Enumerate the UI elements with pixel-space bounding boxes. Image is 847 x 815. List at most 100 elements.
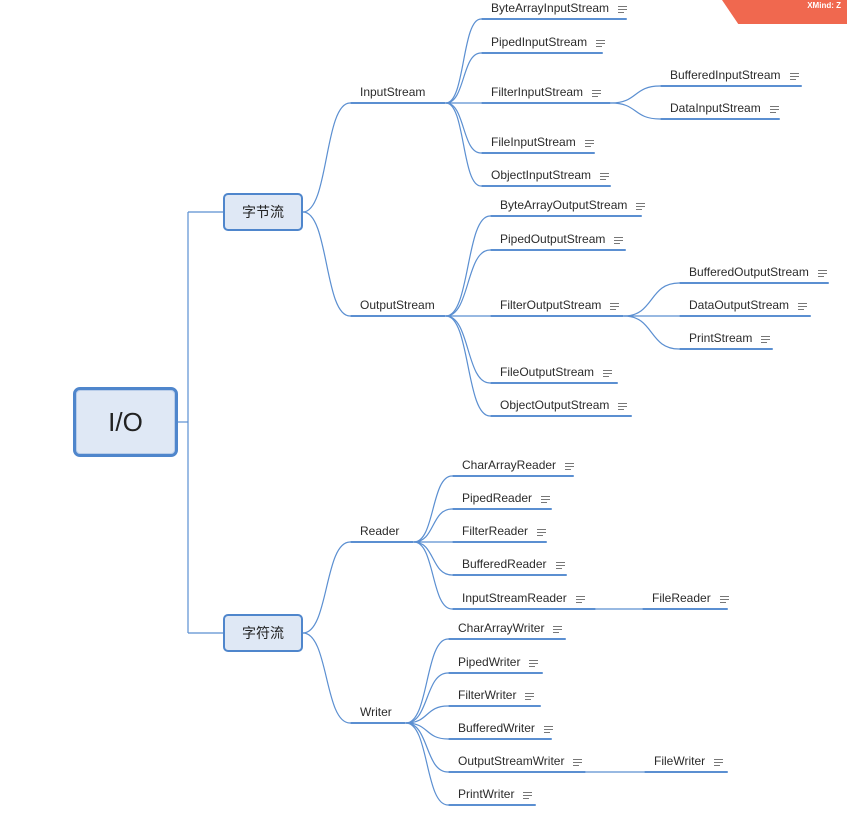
connector-line xyxy=(445,52,482,104)
topic-bufferedoutputstream[interactable]: BufferedOutputStream xyxy=(689,264,827,281)
topic-filterwriter[interactable]: FilterWriter xyxy=(458,687,535,704)
connector-line xyxy=(610,102,661,120)
topic-underline xyxy=(481,52,603,54)
topic-pipedoutputstream[interactable]: PipedOutputStream xyxy=(500,231,624,248)
note-lines-icon[interactable] xyxy=(565,458,575,474)
note-lines-icon[interactable] xyxy=(798,298,808,314)
topic-label: BufferedWriter xyxy=(458,721,535,735)
topic-filterinputstream[interactable]: FilterInputStream xyxy=(491,84,602,101)
note-lines-icon[interactable] xyxy=(537,524,547,540)
topic-bufferedreader[interactable]: BufferedReader xyxy=(462,556,565,573)
topic-filereader[interactable]: FileReader xyxy=(652,590,729,607)
note-lines-icon[interactable] xyxy=(719,591,729,607)
note-lines-icon[interactable] xyxy=(614,232,624,248)
connector-line xyxy=(302,102,351,213)
topic-writer[interactable]: Writer xyxy=(360,704,392,720)
topic-underline xyxy=(350,722,406,724)
topic-underline xyxy=(452,608,596,610)
topic-chararrayreader[interactable]: CharArrayReader xyxy=(462,457,575,474)
note-lines-icon[interactable] xyxy=(610,298,620,314)
topic-inputstream[interactable]: InputStream xyxy=(360,84,425,100)
topic-pipedreader[interactable]: PipedReader xyxy=(462,490,551,507)
topic-label: BufferedReader xyxy=(462,557,547,571)
topic-underline xyxy=(452,541,547,543)
note-lines-icon[interactable] xyxy=(600,168,610,184)
note-lines-icon[interactable] xyxy=(584,135,594,151)
topic-bufferedwriter[interactable]: BufferedWriter xyxy=(458,720,553,737)
note-lines-icon[interactable] xyxy=(543,721,553,737)
main-topic-byte-stream[interactable]: 字节流 xyxy=(223,193,303,231)
connector-line xyxy=(623,315,680,350)
topic-underline xyxy=(644,771,728,773)
topic-underline xyxy=(452,508,552,510)
note-lines-icon[interactable] xyxy=(573,754,583,770)
topic-underline xyxy=(660,118,780,120)
note-lines-icon[interactable] xyxy=(523,787,533,803)
topic-label: CharArrayWriter xyxy=(458,621,545,635)
note-lines-icon[interactable] xyxy=(575,591,585,607)
topic-underline xyxy=(679,348,773,350)
topic-filterreader[interactable]: FilterReader xyxy=(462,523,547,540)
topic-bytearrayinputstream[interactable]: ByteArrayInputStream xyxy=(491,0,628,17)
note-lines-icon[interactable] xyxy=(789,68,799,84)
main-topic-char-stream[interactable]: 字符流 xyxy=(223,614,303,652)
note-lines-icon[interactable] xyxy=(553,621,563,637)
note-lines-icon[interactable] xyxy=(618,398,628,414)
topic-label: FileInputStream xyxy=(491,135,576,149)
note-lines-icon[interactable] xyxy=(603,365,613,381)
topic-dataoutputstream[interactable]: DataOutputStream xyxy=(689,297,808,314)
note-lines-icon[interactable] xyxy=(761,331,771,347)
topic-outputstreamwriter[interactable]: OutputStreamWriter xyxy=(458,753,583,770)
topic-datainputstream[interactable]: DataInputStream xyxy=(670,100,779,117)
note-lines-icon[interactable] xyxy=(769,101,779,117)
topic-bufferedinputstream[interactable]: BufferedInputStream xyxy=(670,67,799,84)
topic-label: PipedWriter xyxy=(458,655,521,669)
topic-pipedinputstream[interactable]: PipedInputStream xyxy=(491,34,606,51)
topic-underline xyxy=(481,185,611,187)
topic-underline xyxy=(448,672,543,674)
connector-line xyxy=(445,315,491,384)
topic-underline xyxy=(350,541,414,543)
topic-underline xyxy=(660,85,802,87)
connector-line xyxy=(445,102,482,154)
connector-line xyxy=(445,102,482,187)
topic-fileoutputstream[interactable]: FileOutputStream xyxy=(500,364,613,381)
topic-printwriter[interactable]: PrintWriter xyxy=(458,786,533,803)
topic-label: Writer xyxy=(360,705,392,719)
topic-bytearrayoutputstream[interactable]: ByteArrayOutputStream xyxy=(500,197,646,214)
note-lines-icon[interactable] xyxy=(636,198,646,214)
note-lines-icon[interactable] xyxy=(714,754,724,770)
topic-chararraywriter[interactable]: CharArrayWriter xyxy=(458,620,563,637)
note-lines-icon[interactable] xyxy=(592,85,602,101)
topic-underline xyxy=(490,415,632,417)
topic-underline xyxy=(448,705,541,707)
topic-pipedwriter[interactable]: PipedWriter xyxy=(458,654,539,671)
topic-filteroutputstream[interactable]: FilterOutputStream xyxy=(500,297,620,314)
topic-reader[interactable]: Reader xyxy=(360,523,399,539)
topic-objectinputstream[interactable]: ObjectInputStream xyxy=(491,167,610,184)
topic-label: FilterOutputStream xyxy=(500,298,602,312)
main-topic-label: 字节流 xyxy=(242,204,284,220)
topic-filewriter[interactable]: FileWriter xyxy=(654,753,724,770)
topic-label: BufferedOutputStream xyxy=(689,265,809,279)
topic-fileinputstream[interactable]: FileInputStream xyxy=(491,134,594,151)
topic-label: ObjectOutputStream xyxy=(500,398,610,412)
note-lines-icon[interactable] xyxy=(817,265,827,281)
note-lines-icon[interactable] xyxy=(596,35,606,51)
root-topic[interactable]: I/O xyxy=(73,387,178,457)
topic-label: OutputStream xyxy=(360,298,435,312)
note-lines-icon[interactable] xyxy=(555,557,565,573)
topic-outputstream[interactable]: OutputStream xyxy=(360,297,435,313)
note-lines-icon[interactable] xyxy=(529,655,539,671)
topic-label: OutputStreamWriter xyxy=(458,754,565,768)
note-lines-icon[interactable] xyxy=(618,1,628,17)
topic-objectoutputstream[interactable]: ObjectOutputStream xyxy=(500,397,628,414)
topic-label: PipedReader xyxy=(462,491,533,505)
topic-label: ByteArrayInputStream xyxy=(491,1,610,15)
note-lines-icon[interactable] xyxy=(525,688,535,704)
note-lines-icon[interactable] xyxy=(541,491,551,507)
topic-printstream[interactable]: PrintStream xyxy=(689,330,771,347)
topic-inputstreamreader[interactable]: InputStreamReader xyxy=(462,590,585,607)
connector-line xyxy=(302,541,351,634)
